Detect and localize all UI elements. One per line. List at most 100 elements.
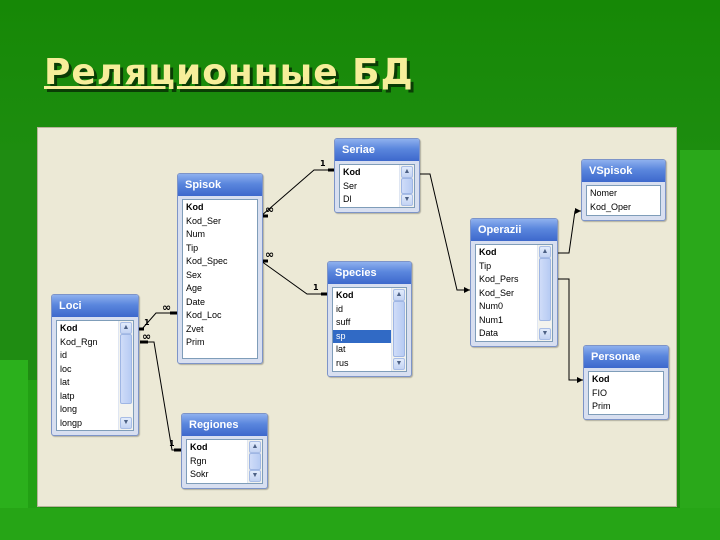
scroll-down-icon[interactable]: ▼ — [120, 417, 132, 429]
scroll-down-icon[interactable]: ▼ — [249, 470, 261, 482]
scroll-up-icon[interactable]: ▲ — [249, 441, 261, 453]
table-species-title[interactable]: Species — [328, 262, 411, 284]
slide-background-top — [0, 0, 720, 150]
table-seriae-field-kod[interactable]: Kod — [343, 167, 361, 177]
table-loci-scroll-thumb[interactable] — [120, 334, 132, 404]
table-loci-field-id[interactable]: id — [60, 350, 68, 360]
table-operazii-field-kod-pers[interactable]: Kod_Pers — [479, 274, 519, 284]
card-one-loci: 1 — [144, 318, 150, 327]
table-loci-scrollbar[interactable]: ▲ ▼ — [118, 321, 133, 430]
relationship-lines: 1 ∞ 1 ∞ ∞ 1 ∞ 1 — [138, 159, 583, 452]
table-spisok-field-sex[interactable]: Sex — [186, 269, 202, 280]
table-species-field-rus[interactable]: rus — [336, 357, 349, 368]
scroll-down-icon[interactable]: ▼ — [393, 358, 405, 370]
table-loci-field-long[interactable]: long — [60, 404, 78, 414]
table-loci-field-loc[interactable]: loc — [60, 363, 72, 374]
table-vspisok-field-kod-oper[interactable]: Kod_Oper — [590, 201, 632, 212]
table-loci-field-latp[interactable]: latp — [60, 390, 75, 401]
link-seriae-operazii — [420, 173, 470, 291]
table-spisok-field-kod[interactable]: Kod — [186, 202, 204, 212]
table-vspisok-title[interactable]: VSpisok — [582, 160, 665, 182]
table-vspisok-field-nomer[interactable]: Nomer — [590, 188, 618, 198]
slide-title: Реляционные БД — [44, 52, 414, 93]
table-operazii-field-tip[interactable]: Tip — [479, 260, 492, 271]
table-loci-field-kod-rgn[interactable]: Kod_Rgn — [60, 336, 98, 347]
table-operazii-scroll-thumb[interactable] — [539, 258, 551, 321]
link-loci-regiones — [140, 341, 181, 451]
scroll-down-icon[interactable]: ▼ — [401, 194, 413, 206]
card-many-spisok-spec: ∞ — [265, 248, 274, 261]
table-loci-title[interactable]: Loci — [52, 295, 138, 317]
table-spisok-field-kod-spec[interactable]: Kod_Spec — [186, 256, 228, 266]
table-personae-title[interactable]: Personae — [584, 346, 668, 368]
table-species-field-id[interactable]: id — [336, 303, 344, 314]
link-spisok-seriae — [260, 169, 334, 217]
table-operazii-field-num1[interactable]: Num1 — [479, 314, 504, 325]
table-species-scrollbar[interactable]: ▲ ▼ — [391, 288, 406, 371]
table-species-scroll-thumb[interactable] — [393, 301, 405, 357]
table-loci-field-kod[interactable]: Kod — [60, 323, 78, 333]
table-regiones-field-sokr[interactable]: Sokr — [190, 469, 209, 479]
table-loci-field-lat[interactable]: lat — [60, 377, 70, 387]
scroll-up-icon[interactable]: ▲ — [120, 322, 132, 334]
table-operazii-field-kod-ser[interactable]: Kod_Ser — [479, 287, 515, 298]
scroll-up-icon[interactable]: ▲ — [401, 166, 413, 178]
table-spisok-field-zvet[interactable]: Zvet — [186, 323, 204, 334]
table-seriae-scrollbar[interactable]: ▲ ▼ — [399, 165, 414, 207]
table-seriae-field-dl[interactable]: Dl — [343, 194, 352, 204]
table-seriae-field-ser[interactable]: Ser — [343, 180, 358, 191]
table-spisok-field-prim[interactable]: Prim — [186, 337, 205, 347]
table-seriae-scroll-thumb[interactable] — [401, 178, 413, 194]
table-spisok-title[interactable]: Spisok — [178, 174, 262, 196]
table-operazii-field-data[interactable]: Data — [479, 328, 499, 338]
arrow-personae-kod — [577, 377, 583, 383]
table-operazii-field-kod[interactable]: Kod — [479, 247, 497, 257]
scroll-up-icon[interactable]: ▲ — [539, 246, 551, 258]
scroll-down-icon[interactable]: ▼ — [539, 328, 551, 340]
table-regiones-title[interactable]: Regiones — [182, 414, 267, 436]
table-species-field-kod[interactable]: Kod — [336, 290, 354, 300]
table-regiones-scrollbar[interactable]: ▲ ▼ — [247, 440, 262, 483]
table-species-field-lat[interactable]: lat — [336, 344, 346, 354]
table-species-field-suff[interactable]: suff — [336, 317, 351, 327]
table-seriae-title[interactable]: Seriae — [335, 139, 419, 161]
table-loci-field-longp[interactable]: longp — [60, 417, 83, 428]
table-spisok-field-kod-loc[interactable]: Kod_Loc — [186, 310, 222, 320]
card-one-regiones: 1 — [169, 439, 175, 448]
table-personae-field-kod[interactable]: Kod — [592, 374, 610, 384]
table-spisok-field-tip[interactable]: Tip — [186, 242, 199, 253]
card-many-spisok-loc: ∞ — [162, 301, 171, 314]
table-operazii-field-num0[interactable]: Num0 — [479, 301, 504, 311]
table-regiones-field-kod[interactable]: Kod — [190, 442, 208, 452]
table-personae-field-fio[interactable]: FIO — [592, 387, 607, 398]
table-operazii-title[interactable]: Operazii — [471, 219, 557, 241]
table-personae-field-prim[interactable]: Prim — [592, 401, 611, 411]
table-regiones-field-rgn[interactable]: Rgn — [190, 455, 207, 466]
scroll-up-icon[interactable]: ▲ — [393, 289, 405, 301]
card-many-spisok-ser: ∞ — [265, 203, 274, 216]
card-one-species: 1 — [313, 283, 319, 292]
table-spisok-field-num[interactable]: Num — [186, 229, 206, 239]
table-spisok-field-kod-ser[interactable]: Kod_Ser — [186, 215, 222, 226]
table-operazii-scrollbar[interactable]: ▲ ▼ — [537, 245, 552, 341]
table-spisok-field-age[interactable]: Age — [186, 283, 203, 293]
table-species-field-sp[interactable]: sp — [333, 329, 392, 343]
table-spisok-field-date[interactable]: Date — [186, 296, 206, 307]
table-regiones-scroll-thumb[interactable] — [249, 453, 261, 470]
